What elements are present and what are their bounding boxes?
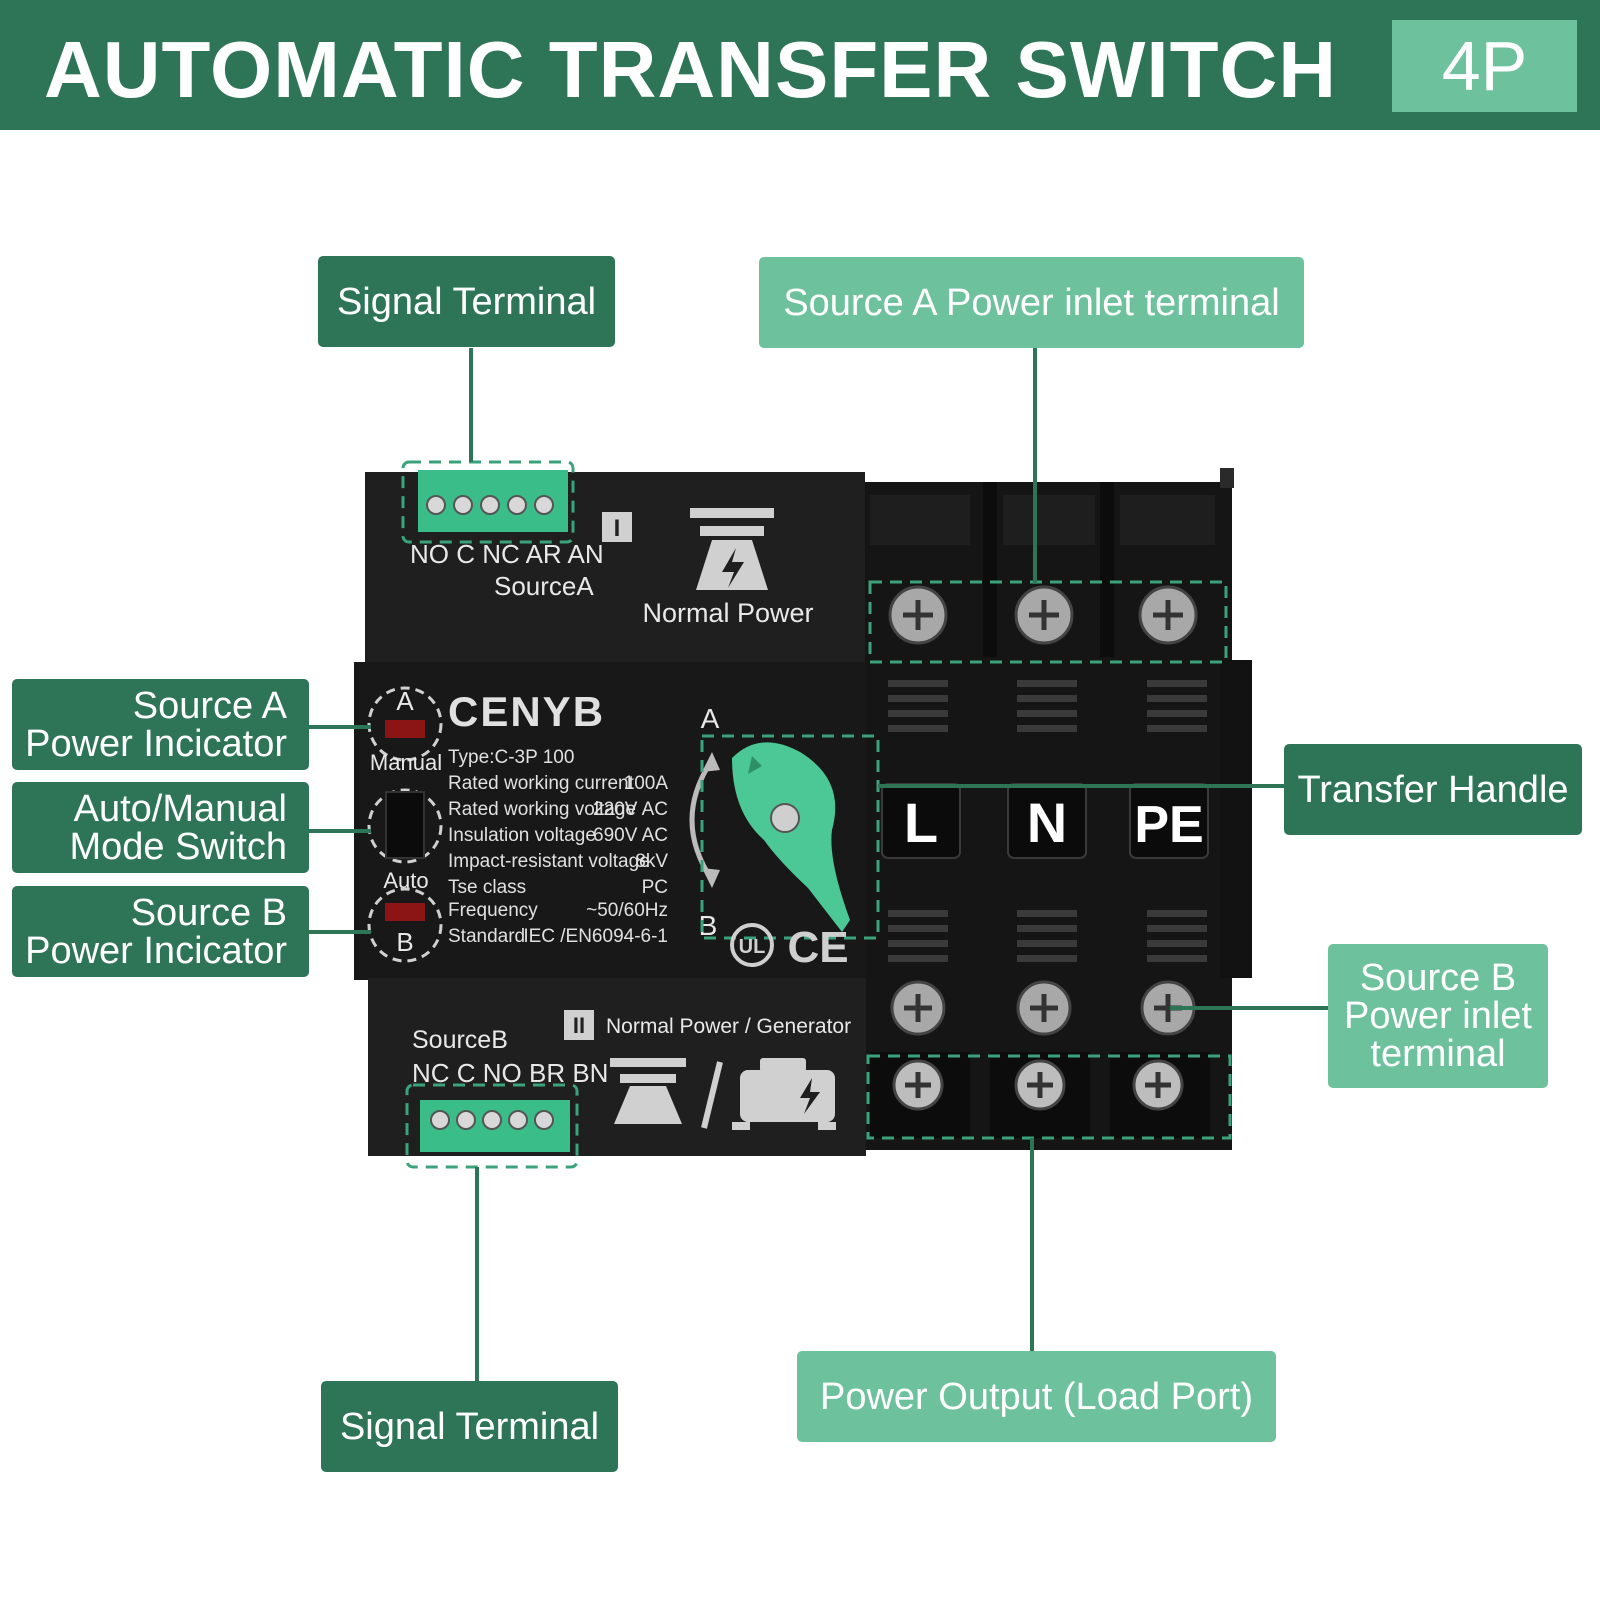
source-b-screws: [890, 980, 1196, 1036]
source-a-text: SourceA: [494, 571, 594, 601]
source-b-text: SourceB: [412, 1026, 508, 1054]
mode-switch-slider: [385, 791, 425, 859]
pole-label-l: L: [904, 791, 938, 854]
normal-generator-text: Normal Power / Generator: [606, 1015, 851, 1038]
top-terminal-labels: NO C NC AR AN: [410, 539, 604, 569]
leader-source-a-inlet: [1033, 348, 1037, 584]
mode-manual-text: Manual: [370, 750, 442, 775]
svg-text:IEC /EN6094-6-1: IEC /EN6094-6-1: [523, 926, 668, 947]
callout-source-b-indicator: Source B Power Incicator: [12, 886, 309, 977]
normal-power-tower-icon-2: [610, 1058, 686, 1124]
header-banner: AUTOMATIC TRANSFER SWITCH 4P: [0, 0, 1600, 130]
svg-text:690V AC: 690V AC: [593, 825, 668, 846]
svg-text:220V AC: 220V AC: [593, 799, 668, 820]
bottom-terminal-labels: NC C NO BR BN: [412, 1058, 608, 1088]
section-ii-mark: II: [573, 1013, 585, 1038]
svg-text:Frequency: Frequency: [448, 900, 538, 921]
svg-text:Standard: Standard: [448, 926, 525, 947]
svg-text:Tse class: Tse class: [448, 877, 526, 898]
leader-signal-bottom: [475, 1167, 479, 1381]
handle-pivot-screw: [770, 803, 800, 833]
svg-text:Rated working voltage: Rated working voltage: [448, 799, 636, 820]
leader-source-a-indicator: [309, 725, 371, 729]
handle-position-b: B: [699, 910, 718, 941]
leader-source-b-inlet: [1170, 1006, 1328, 1010]
leader-signal-top: [469, 348, 473, 462]
leader-source-b-indicator: [309, 930, 371, 934]
output-screws: [870, 1052, 1210, 1138]
source-a-inlet-highlight: [868, 580, 1228, 664]
ul-mark: UL: [739, 936, 766, 958]
svg-text:100A: 100A: [624, 773, 669, 794]
rotation-arrow-icon: [689, 758, 715, 882]
callout-signal-terminal-top: Signal Terminal: [318, 256, 615, 347]
callout-source-b-inlet: Source B Power inlet terminal: [1328, 944, 1548, 1088]
callout-source-a-indicator: Source A Power Incicator: [12, 679, 309, 770]
bolt-icon: [722, 548, 744, 588]
handle-position-a: A: [701, 703, 720, 734]
source-a-screws: [888, 585, 1198, 645]
power-output-highlight: [866, 1054, 1232, 1140]
indicator-a-letter: A: [396, 686, 414, 716]
page-title: AUTOMATIC TRANSFER SWITCH: [44, 25, 1338, 114]
svg-text:Rated working current: Rated working current: [448, 773, 635, 794]
brand-logo: CENYB: [448, 688, 605, 735]
leader-transfer-handle: [878, 784, 1284, 788]
svg-text:Insulation voltage: Insulation voltage: [448, 825, 596, 846]
indicator-b-letter: B: [396, 927, 413, 957]
pole-label-pe: PE: [1134, 796, 1203, 854]
svg-text:~50/60Hz: ~50/60Hz: [586, 900, 668, 921]
callout-signal-terminal-bottom: Signal Terminal: [321, 1381, 618, 1472]
leader-mode-switch: [309, 829, 371, 833]
callout-transfer-handle: Transfer Handle: [1284, 744, 1582, 835]
svg-text:PC: PC: [642, 877, 668, 898]
leader-power-output: [1030, 1138, 1034, 1352]
svg-text:Type:C-3P 100: Type:C-3P 100: [448, 747, 574, 768]
callout-auto-manual-switch: Auto/Manual Mode Switch: [12, 782, 309, 873]
transfer-handle-highlight: [700, 734, 880, 940]
slash-divider: [701, 1061, 723, 1129]
pole-badge: 4P: [1392, 20, 1577, 112]
callout-power-output: Power Output (Load Port): [797, 1351, 1276, 1442]
svg-text:8kV: 8kV: [635, 851, 668, 872]
section-i-mark: I: [614, 515, 621, 542]
normal-power-text: Normal Power: [642, 598, 813, 628]
svg-text:Impact-resistant voltage: Impact-resistant voltage: [448, 851, 650, 872]
spec-table: Type:C-3P 100 Rated working current 100A…: [448, 747, 668, 947]
callout-source-a-inlet: Source A Power inlet terminal: [759, 257, 1304, 348]
pole-label-n: N: [1027, 791, 1067, 854]
source-a-indicator-lamp: [385, 720, 425, 738]
ce-mark: CE: [787, 923, 848, 972]
transfer-handle: [732, 742, 850, 932]
source-b-indicator-lamp: [385, 903, 425, 921]
